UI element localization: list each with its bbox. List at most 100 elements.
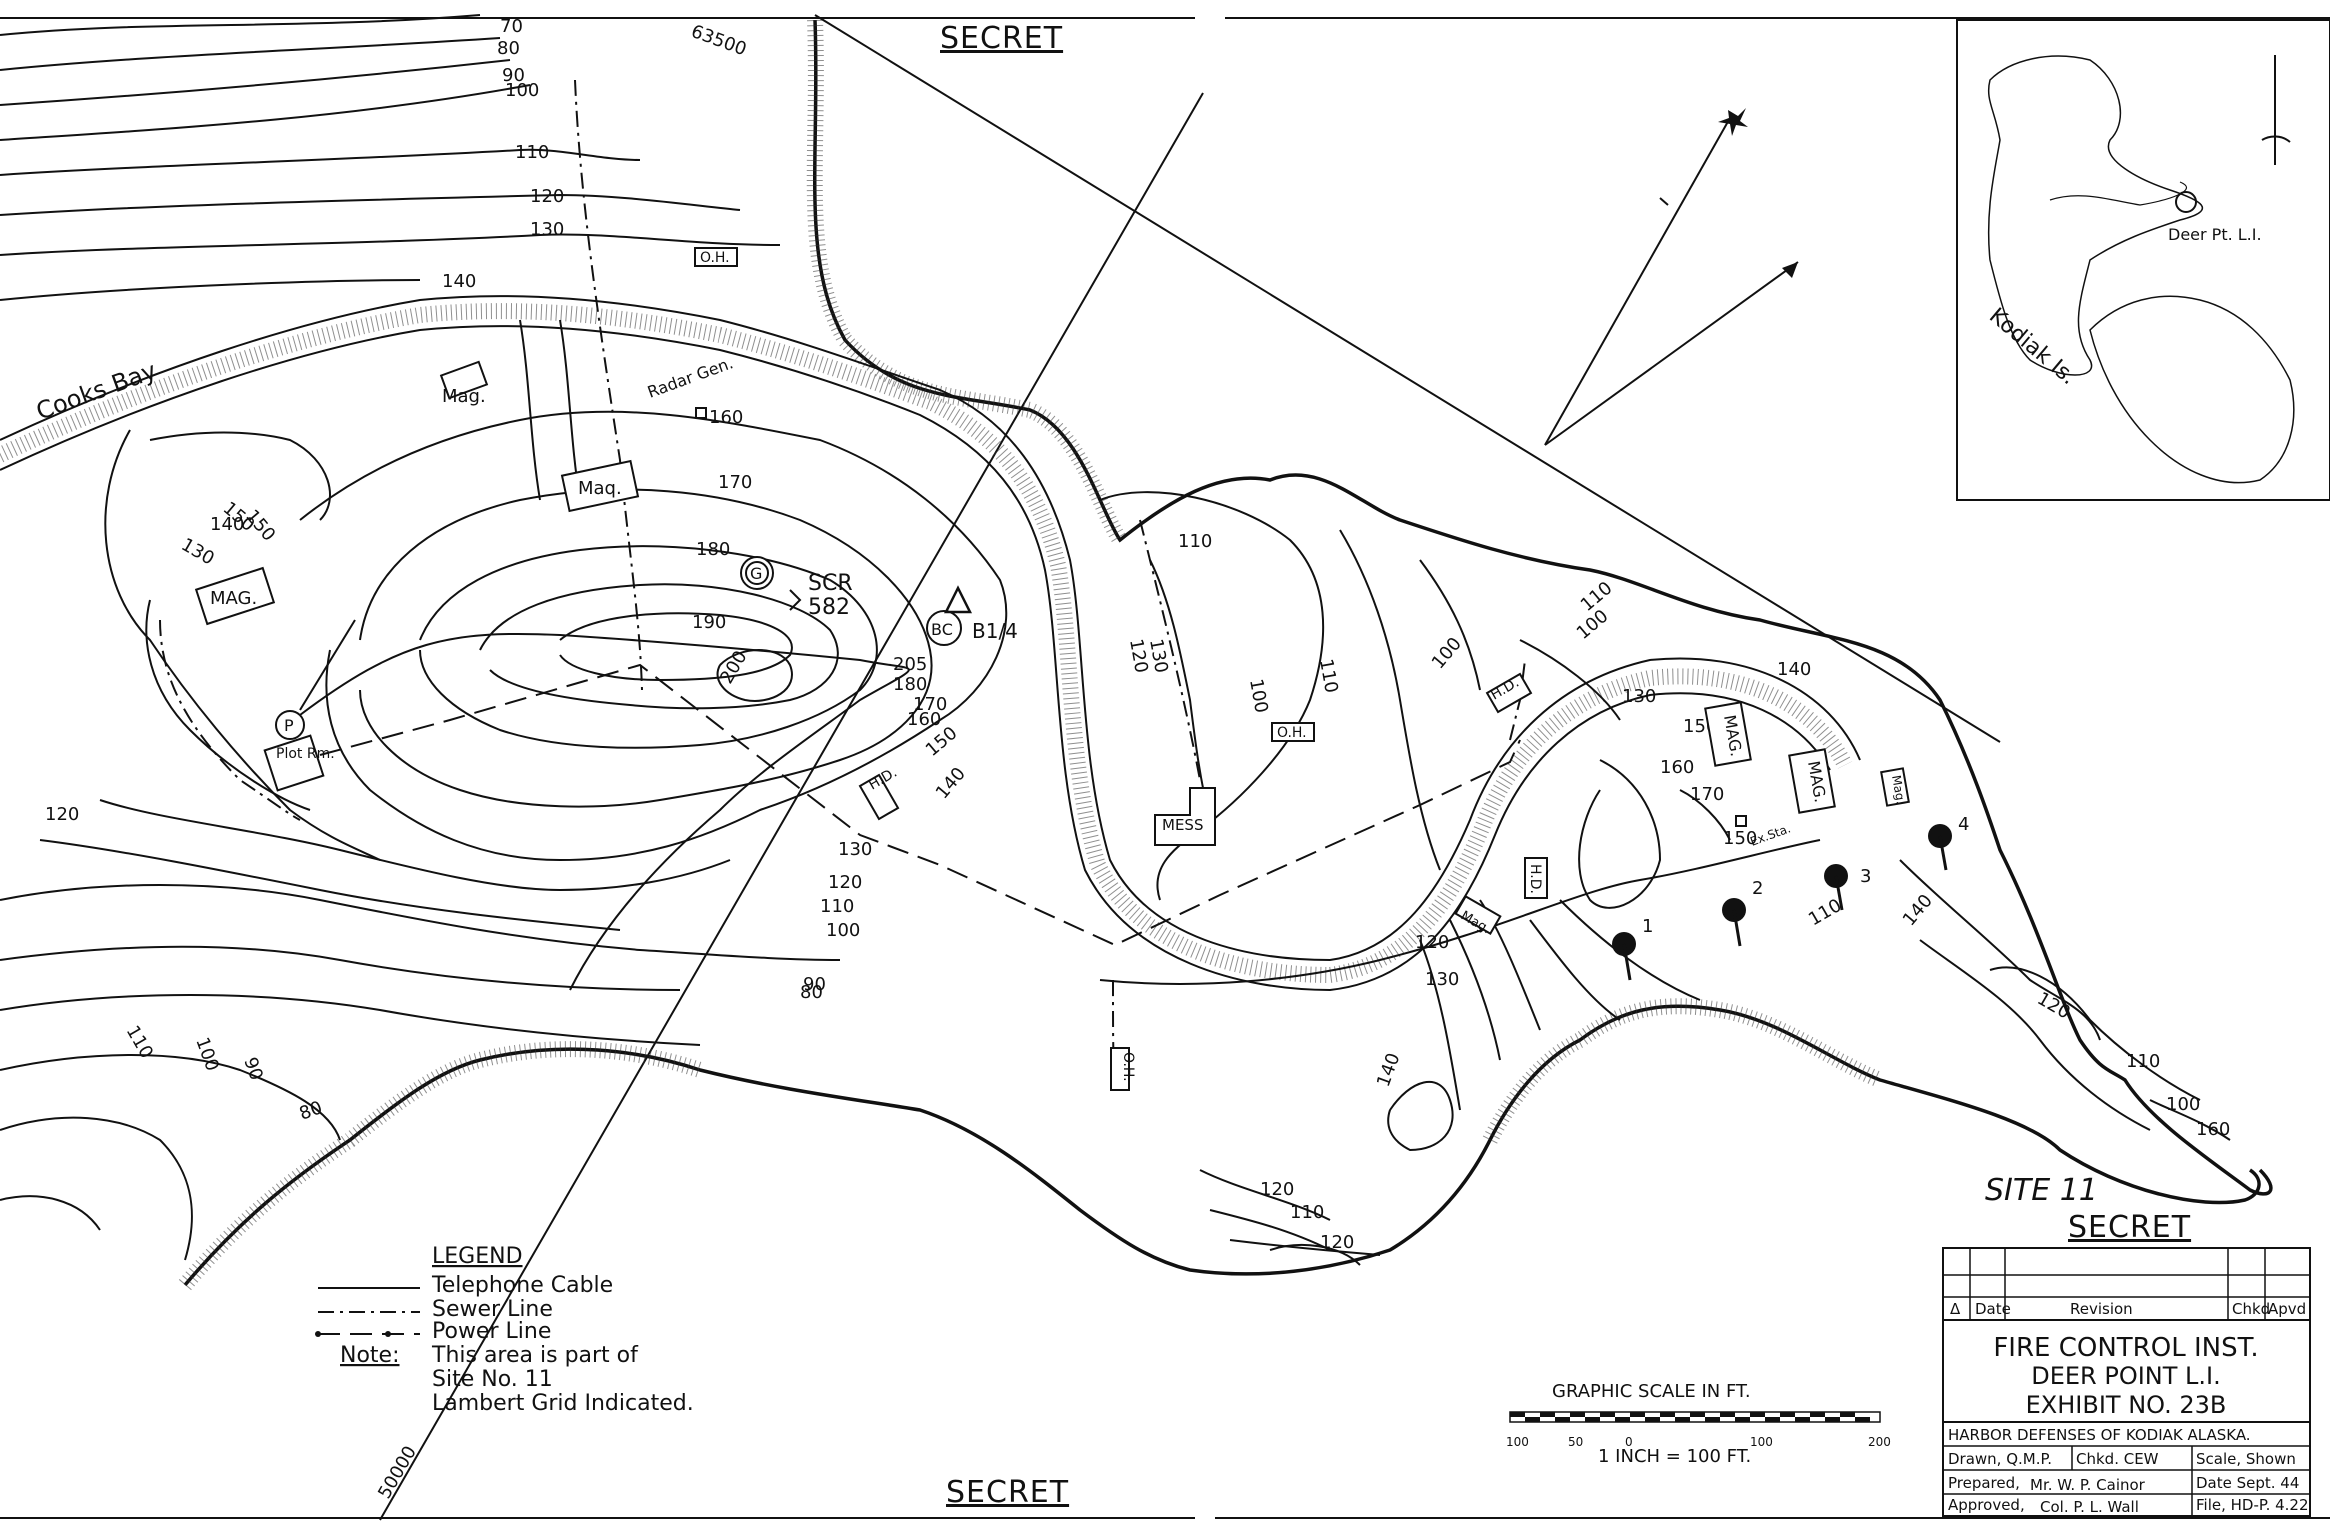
svg-text:120: 120 (530, 186, 564, 207)
scale-check (1570, 1412, 1585, 1417)
contour-labels: 70 80 90 100 110 120 130 140 150 160 170… (45, 16, 2230, 1253)
legend-note-line-3: Lambert Grid Indicated. (432, 1391, 694, 1416)
scale-check (1510, 1412, 1525, 1417)
svg-text:130: 130 (178, 534, 218, 569)
svg-text:70: 70 (500, 16, 523, 37)
svg-text:O.H.: O.H. (1277, 725, 1307, 741)
legend-telephone-label: Telephone Cable (431, 1273, 613, 1298)
legend-sewer-label: Sewer Line (432, 1297, 553, 1322)
scale-check (1645, 1417, 1660, 1422)
svg-text:80: 80 (497, 38, 520, 59)
observation-hut-2[interactable]: O.H. (1271, 722, 1315, 742)
svg-text:P: P (284, 716, 294, 735)
svg-text:140: 140 (1373, 1050, 1404, 1089)
grid-label-50000: 50000 (374, 1442, 421, 1502)
scale-check (1780, 1412, 1795, 1417)
inset-map: Deer Pt. L.I. Kodiak Is. (1956, 19, 2330, 501)
magazine-6[interactable]: Mag. (1880, 767, 1910, 807)
svg-text:B1/4: B1/4 (972, 619, 1018, 643)
coast-stipple-north (806, 19, 1127, 545)
graphic-scale: GRAPHIC SCALE IN FT. 100 50 0 100 200 1 … (1506, 1381, 1891, 1467)
gun-position-3[interactable]: 3 (1824, 864, 1871, 911)
observation-hut-1[interactable]: O.H. (694, 247, 738, 267)
tb-drawn: Drawn, Q.M.P. (1948, 1450, 2052, 1468)
legend-note-label: Note: (340, 1343, 400, 1368)
svg-text:205: 205 (893, 654, 927, 675)
svg-text:120: 120 (45, 804, 79, 825)
tb-checked: Chkd. CEW (2076, 1450, 2159, 1468)
svg-text:100: 100 (1245, 677, 1272, 714)
hd-building-1[interactable]: H.D. (858, 765, 900, 821)
magazine-4[interactable]: MAG. (1704, 701, 1752, 767)
scale-check (1840, 1412, 1855, 1417)
svg-text:100: 100 (1428, 633, 1466, 673)
loop-road-west-dash (159, 619, 301, 821)
scr-582-radar[interactable]: SCR 582 (789, 571, 853, 620)
svg-text:Radar Gen.: Radar Gen. (645, 353, 736, 402)
svg-text:90: 90 (502, 65, 525, 86)
gun-position-4[interactable]: 4 (1928, 814, 1969, 871)
svg-text:190: 190 (692, 612, 726, 633)
p-station[interactable]: P (275, 710, 305, 740)
legend-title: LEGEND (432, 1244, 523, 1269)
tb-title-line-2: DEER POINT L.I. (2031, 1362, 2221, 1390)
secret-mark-title: SECRET (2068, 1210, 2191, 1245)
legend-note-line-1: This area is part of (431, 1343, 639, 1368)
svg-text:100: 100 (191, 1035, 222, 1074)
svg-text:160: 160 (709, 407, 743, 428)
svg-text:100: 100 (826, 920, 860, 941)
magazine-2[interactable]: Maq. (560, 459, 640, 513)
svg-text:140: 140 (210, 514, 244, 535)
g-station[interactable]: G (740, 556, 774, 590)
svg-text:180: 180 (893, 674, 927, 695)
svg-text:Maq.: Maq. (578, 478, 622, 499)
gun-position-2[interactable]: 2 (1722, 878, 1763, 947)
svg-text:O.H.: O.H. (1120, 1052, 1136, 1082)
svg-text:160: 160 (2196, 1119, 2230, 1140)
hd-building-3[interactable]: H.D. (1524, 857, 1548, 899)
gun-positions: 1 2 3 4 (1612, 814, 1969, 981)
svg-text:SCR: SCR (808, 571, 853, 596)
scale-check (1750, 1412, 1765, 1417)
tb-header-apvd: Apvd (2268, 1300, 2306, 1318)
bc-station[interactable]: BC B1/4 (926, 585, 1018, 646)
svg-text:120: 120 (1260, 1179, 1294, 1200)
svg-text:110: 110 (820, 896, 854, 917)
scale-check (1825, 1417, 1840, 1422)
scale-check (1630, 1412, 1645, 1417)
svg-text:80: 80 (800, 982, 823, 1003)
scale-check (1525, 1417, 1540, 1422)
svg-text:170: 170 (913, 694, 947, 715)
svg-text:150: 150 (1723, 828, 1757, 849)
scale-title: GRAPHIC SCALE IN FT. (1552, 1381, 1751, 1402)
triangle-icon (943, 585, 973, 614)
svg-text:G: G (750, 564, 762, 583)
svg-text:110: 110 (2126, 1051, 2160, 1072)
scale-check (1585, 1417, 1600, 1422)
svg-text:80: 80 (297, 1097, 326, 1125)
tb-title-line-3: EXHIBIT NO. 23B (2026, 1391, 2227, 1419)
svg-text:120: 120 (1125, 637, 1152, 674)
scale-check (1615, 1417, 1630, 1422)
lambert-grid-line-ne (814, 14, 2001, 743)
scale-check (1705, 1417, 1720, 1422)
magazine-5[interactable]: MAG. (1788, 748, 1836, 814)
tb-header-chkd: Chkd (2232, 1300, 2270, 1318)
svg-text:100: 100 (1573, 606, 1613, 644)
tb-title-line-1: FIRE CONTROL INST. (1993, 1333, 2258, 1363)
gun-position-1[interactable]: 1 (1612, 916, 1653, 981)
hd-building-2[interactable]: H.D. (1485, 672, 1533, 714)
magazine-3[interactable]: MAG. (194, 566, 276, 626)
telephone-cable-main (299, 632, 910, 991)
scale-tick-0: 0 (1625, 1435, 1633, 1449)
svg-text:Ex.Sta.: Ex.Sta. (1748, 821, 1792, 849)
plot-room[interactable]: Plot Rm. (263, 734, 335, 792)
svg-text:100: 100 (505, 80, 539, 101)
magazine-1[interactable]: Mag. (439, 360, 489, 407)
magazine-7[interactable]: Mag. (1454, 894, 1502, 937)
svg-text:100: 100 (2166, 1094, 2200, 1115)
observation-hut-3[interactable]: O.H. (1110, 1047, 1136, 1091)
svg-text:90: 90 (803, 974, 826, 995)
mess-hall[interactable]: MESS (1154, 787, 1216, 846)
